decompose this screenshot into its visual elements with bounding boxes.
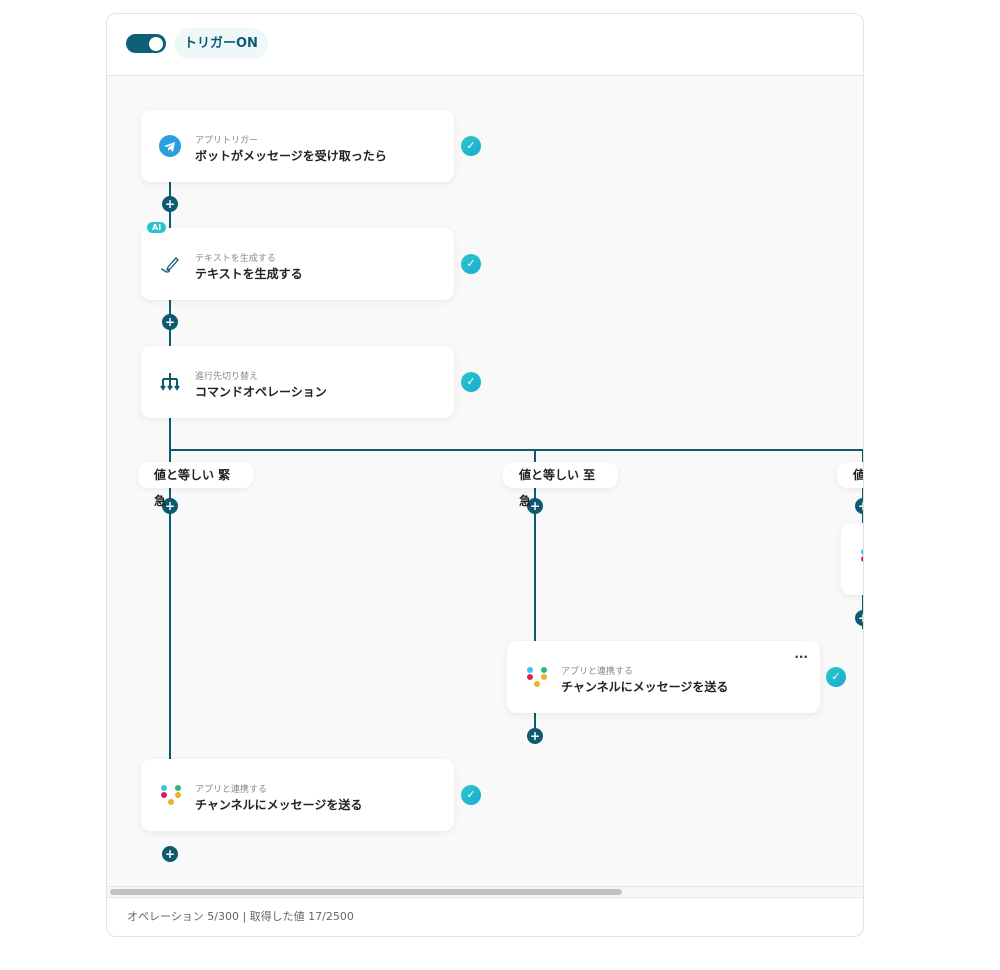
- step-title: ボットがメッセージを受け取ったら: [195, 149, 387, 163]
- check-icon: ✓: [461, 136, 481, 156]
- step-card-slack-send[interactable]: ... アプリと連携する チャンネルにメッセージを送る: [507, 641, 820, 713]
- horizontal-scrollbar[interactable]: [107, 886, 863, 898]
- slack-icon: [861, 549, 863, 571]
- connector-line: [534, 449, 536, 739]
- add-step-button[interactable]: +: [855, 610, 863, 626]
- trigger-status-label: トリガーON: [174, 28, 268, 59]
- branch-label[interactable]: 値: [837, 462, 863, 488]
- step-title: チャンネルにメッセージを送る: [561, 680, 729, 694]
- scrollbar-thumb[interactable]: [110, 889, 622, 895]
- step-subtitle: テキストを生成する: [195, 254, 276, 264]
- step-subtitle: アプリと連携する: [561, 667, 634, 677]
- slack-icon: [527, 667, 549, 689]
- more-options-button[interactable]: ...: [794, 647, 808, 661]
- step-title: テキストを生成する: [195, 267, 303, 281]
- step-card-telegram-trigger[interactable]: アプリトリガー ボットがメッセージを受け取ったら: [141, 110, 454, 182]
- add-step-button[interactable]: +: [162, 196, 178, 212]
- step-card-slack-partial[interactable]: [841, 523, 863, 595]
- step-card-command-operation[interactable]: 進行先切り替え コマンドオペレーション: [141, 346, 454, 418]
- step-card-slack-send[interactable]: アプリと連携する チャンネルにメッセージを送る: [141, 759, 454, 831]
- connector-line: [169, 449, 863, 451]
- add-step-button[interactable]: +: [855, 498, 863, 514]
- add-step-button[interactable]: +: [527, 498, 543, 514]
- check-icon: ✓: [461, 785, 481, 805]
- trigger-toggle[interactable]: [126, 34, 166, 53]
- step-subtitle: 進行先切り替え: [195, 372, 259, 382]
- step-subtitle: アプリトリガー: [195, 136, 259, 146]
- add-step-button[interactable]: +: [162, 314, 178, 330]
- branch-icon: [160, 373, 180, 391]
- telegram-icon: [159, 135, 181, 157]
- branch-label[interactable]: 値と等しい 緊急: [138, 462, 253, 508]
- add-step-button[interactable]: +: [162, 498, 178, 514]
- ai-pen-icon: [160, 257, 179, 273]
- step-title: コマンドオペレーション: [195, 385, 327, 399]
- step-subtitle: アプリと連携する: [195, 785, 268, 795]
- check-icon: ✓: [826, 667, 846, 687]
- step-card-generate-text[interactable]: AI テキストを生成する テキストを生成する: [141, 222, 454, 300]
- flow-canvas[interactable]: + + + + + + + + アプリトリガー ボットがメッセージを受け取ったら…: [107, 76, 863, 886]
- add-step-button[interactable]: +: [162, 846, 178, 862]
- flow-editor: トリガーON + + + + + + + + アプリトリガー ボットがメッセージ…: [106, 13, 864, 937]
- usage-status: オペレーション 5/300 | 取得した値 17/2500: [127, 910, 354, 923]
- step-title: チャンネルにメッセージを送る: [195, 798, 363, 812]
- check-icon: ✓: [461, 372, 481, 392]
- header: トリガーON: [107, 14, 863, 76]
- slack-icon: [161, 785, 183, 807]
- add-step-button[interactable]: +: [527, 728, 543, 744]
- branch-label[interactable]: 値と等しい 至急: [503, 462, 618, 508]
- check-icon: ✓: [461, 254, 481, 274]
- ai-badge: AI: [147, 222, 167, 233]
